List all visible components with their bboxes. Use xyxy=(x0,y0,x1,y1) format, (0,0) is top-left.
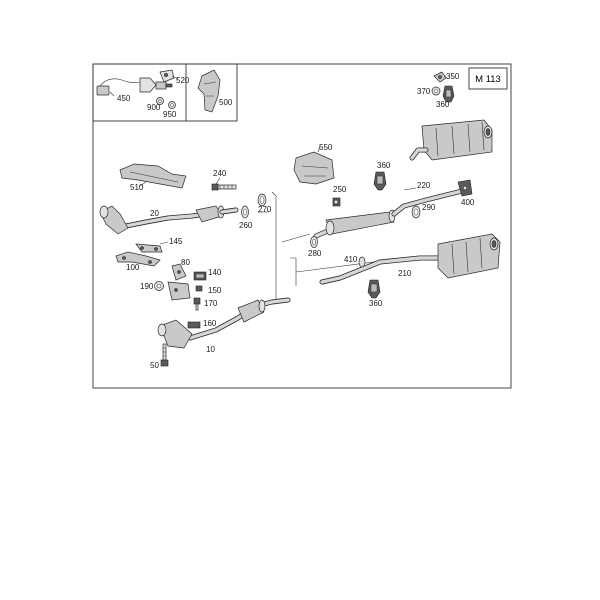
label-145: 145 xyxy=(169,237,183,246)
diagram-frame xyxy=(92,63,512,389)
leader-510 xyxy=(139,181,147,187)
bracket-400-part xyxy=(457,179,473,197)
label-350: 350 xyxy=(446,72,460,81)
bolt-50-part xyxy=(160,343,169,367)
label-250: 250 xyxy=(333,185,347,194)
front-pipe-10-part xyxy=(157,297,291,349)
bracket-80-part xyxy=(171,263,187,281)
label-220: 220 xyxy=(417,181,431,190)
label-100: 100 xyxy=(126,263,140,272)
clip-160-part xyxy=(187,321,201,329)
center-muffler-part xyxy=(313,187,469,239)
nut-150-part xyxy=(195,285,203,292)
label-20: 20 xyxy=(150,209,159,218)
rear-muffler-right-part xyxy=(319,233,501,285)
bracket-100-part xyxy=(115,251,161,267)
label-900: 900 xyxy=(147,103,161,112)
model-code-box xyxy=(468,67,508,90)
label-210: 210 xyxy=(398,269,412,278)
label-510: 510 xyxy=(130,183,144,192)
clamp-260-part xyxy=(241,205,249,219)
label-160: 160 xyxy=(203,319,217,328)
mount-250-part xyxy=(332,197,341,207)
clamp-140-part xyxy=(193,271,207,281)
label-520: 520 xyxy=(176,76,190,85)
label-80: 80 xyxy=(181,258,190,267)
heat-shield-500-part xyxy=(197,69,221,113)
label-170: 170 xyxy=(204,299,218,308)
clamp-410-part xyxy=(358,256,366,268)
rubber-mount-360-mid-part xyxy=(373,171,387,191)
label-410: 410 xyxy=(344,255,358,264)
label-10: 10 xyxy=(206,345,215,354)
label-400: 400 xyxy=(461,198,475,207)
label-240: 240 xyxy=(213,169,227,178)
heat-shield-550-part xyxy=(293,151,335,185)
label-360-bottom: 360 xyxy=(369,299,383,308)
model-code: M 113 xyxy=(475,74,501,85)
oxygen-sensor-part xyxy=(96,77,173,96)
leader-145 xyxy=(159,241,169,245)
washer-900-part xyxy=(156,97,164,105)
label-280: 280 xyxy=(308,249,322,258)
rubber-mount-370-part xyxy=(431,86,441,96)
leader-220 xyxy=(403,187,417,191)
connection-line-b xyxy=(271,191,290,301)
label-270: 270 xyxy=(258,205,272,214)
front-pipe-20-part xyxy=(99,205,239,235)
sensor-bracket-520-part xyxy=(159,69,175,83)
rubber-mount-360-bottom-part xyxy=(367,279,381,299)
bracket-145-part xyxy=(135,243,163,253)
clamp-290-part xyxy=(411,205,421,219)
bolt-240-part xyxy=(211,183,237,191)
clamp-280-part xyxy=(310,236,318,248)
label-950: 950 xyxy=(163,110,177,119)
hanger-350-part xyxy=(433,71,447,83)
label-140: 140 xyxy=(208,268,222,277)
label-260: 260 xyxy=(239,221,253,230)
support-bracket-part xyxy=(167,281,191,301)
leader-450 xyxy=(109,91,115,97)
leader-240 xyxy=(215,177,221,185)
label-370: 370 xyxy=(417,87,431,96)
label-500: 500 xyxy=(219,98,233,107)
label-50: 50 xyxy=(150,361,159,370)
washer-950-part xyxy=(168,101,176,109)
rubber-mount-360-top-part xyxy=(442,85,455,103)
label-550: 550 xyxy=(319,143,333,152)
heat-shield-510-part xyxy=(119,163,187,189)
label-360-mid: 360 xyxy=(377,161,391,170)
rear-muffler-left-part xyxy=(409,119,493,161)
leader-520 xyxy=(171,75,179,80)
leader-550 xyxy=(317,145,321,153)
label-450: 450 xyxy=(117,94,131,103)
label-190: 190 xyxy=(140,282,154,291)
connection-line-c xyxy=(281,233,311,243)
sensor-inset-box xyxy=(92,63,238,122)
label-360-top: 360 xyxy=(436,100,450,109)
connection-line-d xyxy=(290,257,297,286)
label-290: 290 xyxy=(422,203,436,212)
bolt-170-part xyxy=(193,297,201,311)
label-150: 150 xyxy=(208,286,222,295)
ring-270-part xyxy=(257,193,267,207)
washer-190-part xyxy=(154,281,164,291)
